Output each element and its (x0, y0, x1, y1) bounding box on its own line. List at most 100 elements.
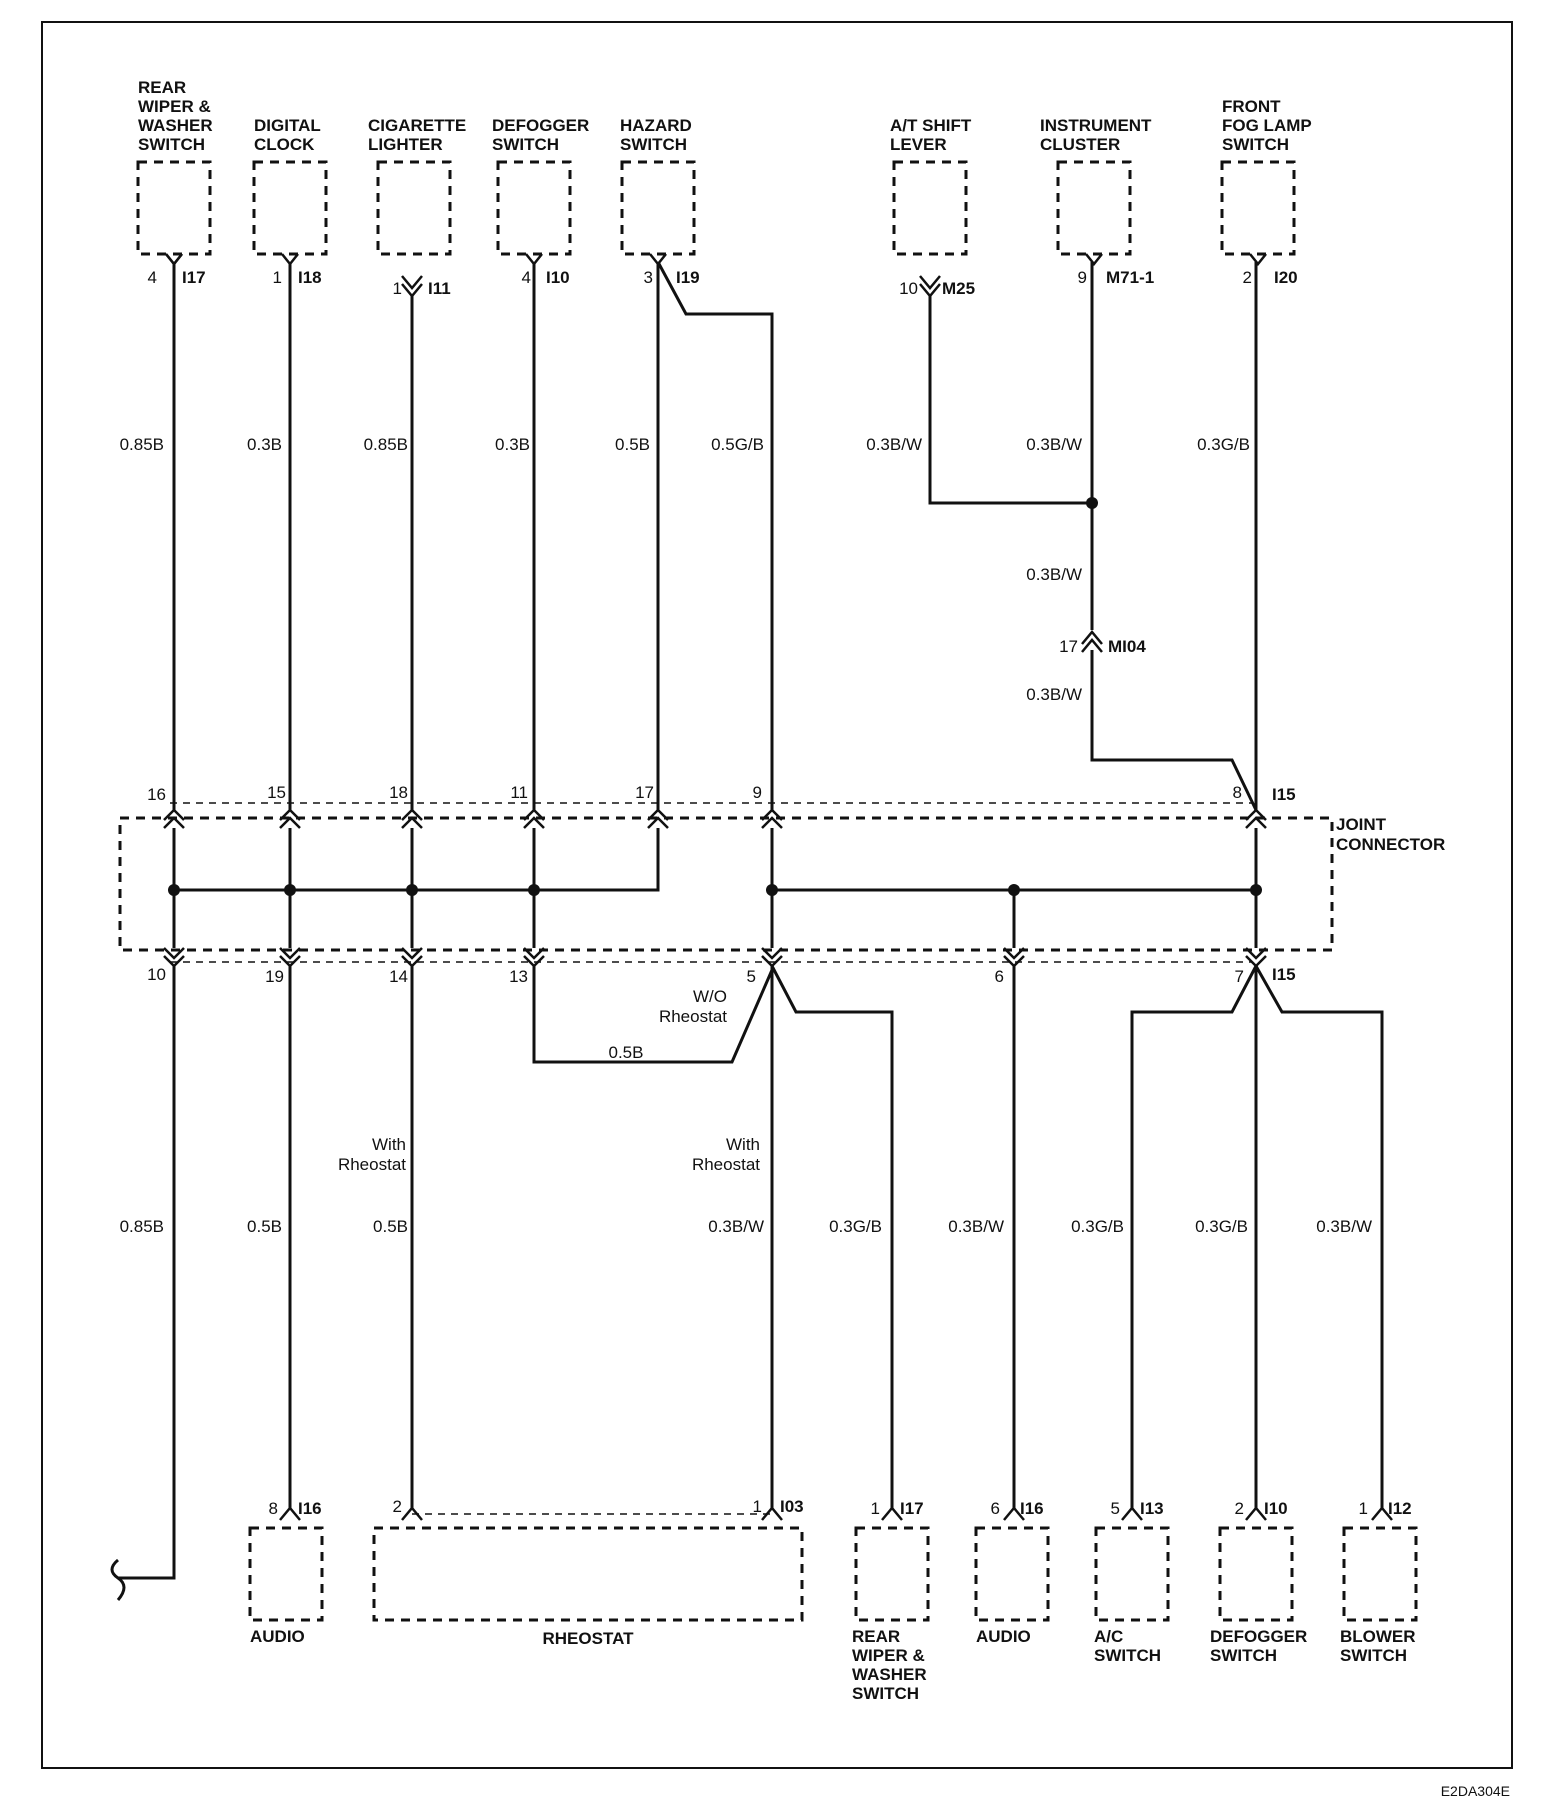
bottom-component-rheostat: 2 1 I03 RHEOSTAT (372, 1497, 804, 1648)
pin-number: 4 (148, 268, 157, 287)
pin-number: 11 (510, 783, 528, 802)
top-component-front-fog-lamp-switch: FRONT FOG LAMP SWITCH (1220, 97, 1312, 256)
wire-spec: 0.3G/B (1071, 1217, 1124, 1236)
component-label-line: RHEOSTAT (543, 1629, 635, 1648)
top-component-rear-wiper-switch: REAR WIPER & WASHER SWITCH (136, 78, 213, 256)
pin-number: 4 (522, 268, 531, 287)
top-component-cigarette-lighter: CIGARETTE LIGHTER (368, 116, 466, 256)
component-label-line: FRONT (1222, 97, 1281, 116)
pin-number: 19 (265, 967, 284, 986)
connector-id: I12 (1388, 1499, 1412, 1518)
pin-number: 7 (1235, 967, 1244, 986)
svg-text:FOG LAMP: FOG LAMP (1222, 116, 1312, 135)
svg-text:CLOCK: CLOCK (254, 135, 315, 154)
pin-number: 2 (1243, 268, 1252, 287)
wire-spec: 0.3B (247, 435, 282, 454)
note-text: Rheostat (338, 1155, 406, 1174)
connector-id: I17 (182, 268, 206, 287)
pin-number: 10 (899, 279, 918, 298)
component-label-line: SWITCH (1094, 1646, 1161, 1665)
component-label-line: SWITCH (852, 1684, 919, 1703)
pin-number: 5 (747, 967, 756, 986)
bottom-component-blower-switch: 1 I12 BLOWER SWITCH (1340, 1499, 1418, 1665)
bottom-wire-labels: 0.85B 0.5B 0.5B 0.3B/W 0.3G/B 0.3B/W 0.3… (120, 1217, 1372, 1236)
top-component-defogger-switch: DEFOGGER SWITCH (492, 116, 589, 256)
wire-spec: 0.5G/B (711, 435, 764, 454)
pin-number: 1 (753, 1497, 762, 1516)
top-connector-arrows (165, 253, 1267, 298)
wire-spec: 0.3B/W (1026, 685, 1082, 704)
svg-text:WIPER &: WIPER & (138, 97, 211, 116)
component-label-line: DEFOGGER (492, 116, 589, 135)
component-label-line: SWITCH (492, 135, 559, 154)
diagram-frame (41, 21, 1513, 1769)
component-label-line: AUDIO (976, 1627, 1031, 1646)
connector-id: I16 (298, 1499, 322, 1518)
svg-text:A/T SHIFT: A/T SHIFT (890, 116, 972, 135)
top-component-digital-clock: DIGITAL CLOCK (252, 116, 328, 256)
pin-number: 2 (393, 1497, 402, 1516)
pin-number: 8 (1233, 783, 1242, 802)
component-label-line: DIGITAL (254, 116, 321, 135)
wire-spec: 0.3G/B (829, 1217, 882, 1236)
component-label-line: A/T SHIFT (890, 116, 972, 135)
connector-id: I11 (428, 279, 451, 298)
pin-number: 1 (273, 268, 282, 287)
component-label-line: LEVER (890, 135, 947, 154)
wire-spec: 0.3B/W (1316, 1217, 1372, 1236)
bottom-component-defogger-switch: 2 I10 DEFOGGER SWITCH (1210, 1499, 1307, 1665)
svg-text:INSTRUMENT: INSTRUMENT (1040, 116, 1152, 135)
note-text: With (372, 1135, 406, 1154)
wire-spec: 0.3B/W (1026, 435, 1082, 454)
component-label-line: WASHER (852, 1665, 927, 1684)
component-label-line: SWITCH (620, 135, 687, 154)
splice-connector-mi04: 0.3B/W 17 MI04 0.3B/W (1026, 565, 1146, 704)
bottom-component-audio-1: 8 I16 AUDIO (248, 1499, 324, 1646)
svg-text:CIGARETTE: CIGARETTE (368, 116, 466, 135)
wire-spec: 0.3G/B (1197, 435, 1250, 454)
connector-id: I18 (298, 268, 322, 287)
component-label-line: AUDIO (250, 1627, 305, 1646)
pin-number: 13 (509, 967, 528, 986)
note-text: Rheostat (659, 1007, 727, 1026)
svg-text:LIGHTER: LIGHTER (368, 135, 443, 154)
svg-text:DIGITAL: DIGITAL (254, 116, 321, 135)
wire-spec: 0.5B (615, 435, 650, 454)
component-label-line: WASHER (138, 116, 213, 135)
pin-number: 16 (147, 785, 166, 804)
wire-spec: 0.3G/B (1195, 1217, 1248, 1236)
wire-spec: 0.3B/W (708, 1217, 764, 1236)
figure-code: E2DA304E (1441, 1783, 1510, 1799)
wire-spec: 0.85B (120, 435, 164, 454)
connector-id: MI04 (1108, 637, 1146, 656)
connector-id: I17 (900, 1499, 924, 1518)
svg-text:WASHER: WASHER (138, 116, 213, 135)
top-component-hazard-switch: HAZARD SWITCH (620, 116, 696, 256)
note-text: With (726, 1135, 760, 1154)
connector-id: I13 (1140, 1499, 1164, 1518)
wire-notes: W/O Rheostat 0.5B With Rheostat With Rhe… (338, 987, 760, 1174)
component-label-line: INSTRUMENT (1040, 116, 1152, 135)
component-label-line: BLOWER (1340, 1627, 1416, 1646)
bottom-wires (110, 965, 1384, 1601)
pin-number: 17 (635, 783, 654, 802)
component-label-line: FOG LAMP (1222, 116, 1312, 135)
pin-number: 5 (1111, 1499, 1120, 1518)
wire-spec: 0.5B (373, 1217, 408, 1236)
pin-number: 17 (1059, 637, 1078, 656)
svg-text:LEVER: LEVER (890, 135, 947, 154)
component-label-line: LIGHTER (368, 135, 443, 154)
joint-connector-label: JOINT (1336, 815, 1387, 834)
pin-number: 2 (1235, 1499, 1244, 1518)
pin-number: 9 (1078, 268, 1087, 287)
bottom-component-rear-wiper-switch: 1 I17 REAR WIPER & WASHER SWITCH (852, 1499, 930, 1703)
note-text: W/O (693, 987, 727, 1006)
pin-number: 15 (267, 783, 286, 802)
wire-spec: 0.3B/W (948, 1217, 1004, 1236)
svg-text:SWITCH: SWITCH (1222, 135, 1289, 154)
component-label-line: HAZARD (620, 116, 692, 135)
component-label-line: SWITCH (1210, 1646, 1277, 1665)
connector-id: I16 (1020, 1499, 1044, 1518)
pin-number: 1 (1359, 1499, 1368, 1518)
